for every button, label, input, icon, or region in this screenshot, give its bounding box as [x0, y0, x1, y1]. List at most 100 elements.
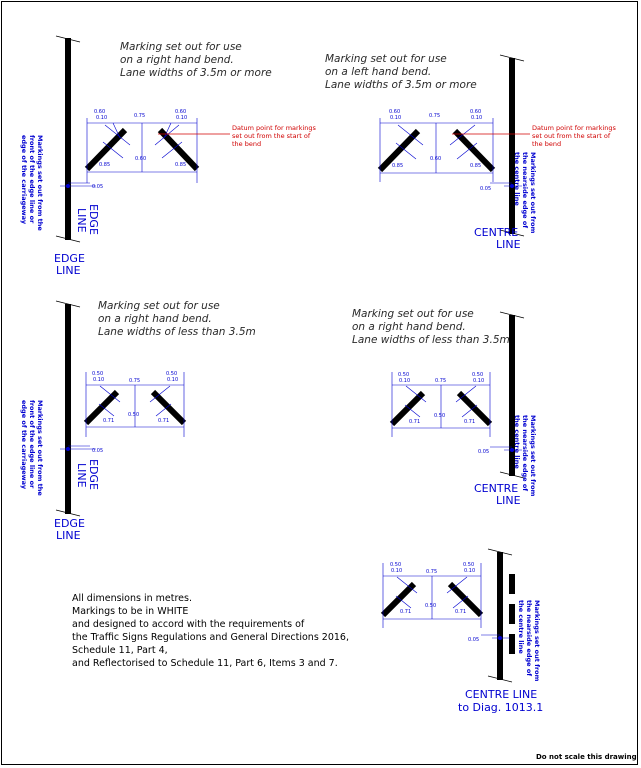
dim-label: 0.10: [471, 115, 482, 121]
dim-label: 0.50: [463, 562, 474, 568]
dim-label: 0.75: [134, 113, 145, 119]
footer-note: Do not scale this drawing: [536, 753, 637, 761]
dim-line: [446, 576, 468, 594]
chevron-right-arm: [150, 389, 187, 426]
dim-label: 0.10: [176, 115, 187, 121]
centre-line-dash: [509, 604, 515, 624]
dim-line: [149, 385, 171, 403]
notes-text: All dimensions in metres. Markings to be…: [72, 593, 352, 669]
dim-label: 0.05: [92, 448, 103, 454]
dim-label: 0.05: [468, 637, 479, 643]
dim-label: 0.75: [429, 113, 440, 119]
dim-label: 0.71: [455, 609, 466, 615]
dim-label: 0.10: [399, 378, 410, 384]
dim-label: 0.71: [409, 419, 420, 425]
datum-note: Datum point for markings set out from th…: [532, 124, 618, 148]
dim-label: 0.75: [426, 569, 437, 575]
dim-label: 0.10: [167, 377, 178, 383]
dim-line: [98, 403, 115, 417]
chevron-right-arm: [157, 127, 200, 172]
datum-mark: [498, 636, 502, 640]
dim-label: 0.10: [464, 568, 475, 574]
dim-label: 0.60: [430, 156, 441, 162]
dim-label: 0.50: [472, 372, 483, 378]
dim-label: 0.85: [99, 162, 110, 168]
dim-label: 0.71: [103, 418, 114, 424]
dim-label: 0.10: [391, 568, 402, 574]
line-label: CENTRE LINE: [474, 482, 522, 507]
dim-line: [455, 385, 477, 403]
datum-note: Datum point for markings set out from th…: [232, 124, 318, 148]
panel-1-caption: Marking set out for use on a right hand …: [120, 41, 272, 79]
dim-label: 0.10: [96, 115, 107, 121]
chevron-right-arm: [447, 581, 484, 618]
chevron-right-arm: [456, 390, 493, 427]
dim-label: 0.10: [390, 115, 401, 121]
chevron-right-arm: [452, 128, 496, 173]
centre-line-dash: [509, 634, 515, 654]
dim-label: 0.50: [166, 371, 177, 377]
dim-line: [395, 142, 417, 160]
dim-label: 0.60: [94, 109, 105, 115]
dim-line: [163, 122, 172, 139]
vertical-note: Markings set out from the front of the e…: [20, 400, 44, 498]
datum-mark: [510, 448, 514, 452]
dim-label: 0.85: [392, 163, 403, 169]
dim-line: [404, 404, 421, 418]
datum-mark: [66, 184, 70, 188]
dim-label: 0.71: [400, 609, 411, 615]
panel-4-caption: Marking set out for use on a right hand …: [352, 308, 510, 346]
datum-mark: [510, 184, 514, 188]
dim-line: [452, 595, 469, 609]
line-label: CENTRE LINE to Diag. 1013.1: [458, 688, 543, 714]
dim-label: 0.10: [93, 377, 104, 383]
dim-label: 0.60: [175, 109, 186, 115]
chevron-left-arm: [84, 127, 128, 172]
dim-label: 0.60: [135, 156, 146, 162]
panel-5: 0.50 0.10 0.75 0.50 0.10 0.71 0.50 0.71 …: [380, 548, 543, 714]
dim-line: [461, 404, 478, 418]
panel-2: Marking set out for use on a left hand b…: [325, 53, 618, 251]
line-label-bottom: EDGE LINE: [54, 252, 88, 277]
panel-3: Marking set out for use on a right hand …: [20, 300, 256, 542]
dim-label: 0.85: [175, 162, 186, 168]
vertical-note: Markings set out from the nearside edge …: [513, 152, 537, 236]
dim-label: 0.50: [128, 412, 139, 418]
dim-line: [449, 124, 476, 146]
line-label-bottom: EDGE LINE: [54, 517, 88, 542]
dim-line: [99, 385, 121, 403]
panel-4: Marking set out for use on a right hand …: [352, 308, 537, 507]
vertical-note: Markings set out from the nearside edge …: [517, 600, 541, 684]
dim-line: [154, 124, 180, 146]
dim-label: 0.50: [425, 603, 436, 609]
dim-label: 0.05: [478, 449, 489, 455]
chevron-left-arm: [377, 128, 421, 173]
panel-2-caption: Marking set out for use on a left hand b…: [325, 53, 477, 91]
dim-line: [102, 141, 124, 159]
dim-line: [405, 385, 427, 403]
dim-label: 0.50: [92, 371, 103, 377]
dim-label: 0.71: [464, 419, 475, 425]
dim-label: 0.85: [470, 163, 481, 169]
chevron-left-arm: [389, 390, 426, 427]
dim-label: 0.60: [470, 109, 481, 115]
dim-line: [397, 124, 424, 146]
line-label: CENTRE LINE: [474, 226, 522, 251]
dim-label: 0.60: [389, 109, 400, 115]
dim-label: 0.71: [158, 418, 169, 424]
dim-label: 0.75: [129, 378, 140, 384]
dim-label: 0.10: [473, 378, 484, 384]
dim-line: [395, 595, 412, 609]
dim-line: [112, 122, 121, 139]
centre-line-dash: [509, 574, 515, 594]
panel-1: Marking set out for use on a right hand …: [20, 35, 318, 277]
vertical-note: Markings set out from the front of the e…: [20, 135, 44, 233]
dim-line: [396, 576, 418, 594]
vertical-note: Markings set out from the nearside edge …: [513, 415, 537, 499]
line-label: EDGE LINE: [75, 204, 100, 238]
line-label: EDGE LINE: [75, 459, 100, 493]
panel-3-caption: Marking set out for use on a right hand …: [98, 300, 256, 338]
